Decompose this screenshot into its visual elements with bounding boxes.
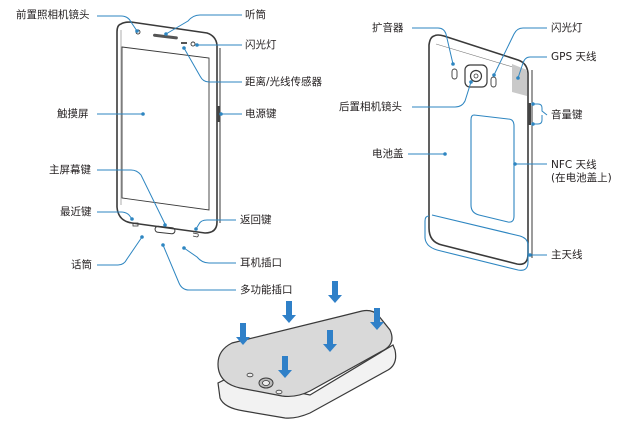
leader-home-key — [97, 169, 166, 225]
cover-flash-hole — [275, 389, 283, 395]
label-earphone-jack: 耳机插口 — [240, 257, 282, 269]
home-key — [154, 225, 176, 235]
rear-camera-lens — [469, 69, 483, 83]
label-front-camera: 前置照相机镜头 — [16, 9, 90, 21]
touchscreen-frame — [121, 46, 210, 211]
label-proximity-light-sensor: 距离/光线传感器 — [245, 76, 323, 88]
label-gps-antenna: GPS 天线 — [551, 51, 597, 63]
label-earpiece: 听筒 — [245, 9, 266, 21]
down-arrow-icon — [278, 356, 292, 378]
leader-gps-antenna — [517, 56, 547, 79]
label-back-key: 返回键 — [240, 214, 272, 226]
recent-key — [132, 222, 139, 227]
back-leader-dots — [443, 62, 535, 257]
down-arrow-icon — [282, 301, 296, 323]
volume-key-bump — [528, 103, 531, 125]
front-leader-dots — [130, 29, 223, 250]
back-key — [192, 232, 199, 238]
cover-camera-lens — [262, 380, 270, 386]
label-rear-camera: 后置相机镜头 — [339, 101, 402, 113]
cover-speaker-hole — [246, 372, 254, 378]
label-home-key: 主屏幕键 — [49, 164, 91, 176]
back-phone-body — [428, 34, 529, 266]
leader-rear-camera — [412, 81, 472, 108]
down-arrow-icon — [236, 323, 250, 345]
back-phone — [428, 34, 533, 266]
nfc-antenna-outline — [470, 114, 515, 223]
down-arrow-icon — [328, 281, 342, 303]
leader-multipurpose-jack — [162, 244, 236, 291]
leader-rear-flash — [493, 27, 547, 76]
rear-camera-center — [473, 73, 479, 79]
cover-install-illustration — [217, 281, 397, 419]
leader-speaker — [412, 27, 454, 65]
label-volume-key: 音量键 — [551, 109, 583, 121]
label-main-antenna: 主天线 — [551, 249, 583, 261]
label-power-key: 电源键 — [245, 108, 277, 120]
label-rear-flash: 闪光灯 — [551, 22, 583, 34]
label-front-flash: 闪光灯 — [245, 39, 277, 51]
leader-earphone-jack — [183, 247, 236, 264]
leader-back-key — [195, 219, 236, 230]
main-antenna-outline — [424, 214, 529, 271]
front-flash-lens — [190, 41, 196, 47]
front-phone-body — [116, 21, 218, 234]
earpiece-grille — [153, 33, 178, 40]
rear-flash-window — [490, 76, 497, 88]
power-key-bump — [217, 106, 220, 122]
label-touchscreen: 触摸屏 — [57, 108, 89, 120]
leader-recent-key — [97, 211, 133, 220]
down-arrow-icon — [323, 330, 337, 352]
label-back-cover: 电池盖 — [372, 148, 404, 160]
sensor-window — [181, 42, 187, 44]
phone-body-under-cover — [217, 344, 397, 419]
down-arrow-icon — [370, 308, 384, 330]
leader-proximity-sensor — [183, 47, 242, 83]
press-arrows — [236, 281, 384, 378]
label-multipurpose-jack: 多功能插口 — [240, 284, 293, 296]
front-leader-lines — [97, 14, 242, 291]
leader-microphone — [97, 236, 143, 266]
leader-earpiece — [165, 14, 242, 35]
leader-volume-key — [533, 103, 548, 125]
rear-camera-housing — [464, 64, 488, 88]
label-nfc-antenna: NFC 天线 (在电池盖上) — [551, 159, 612, 184]
gps-antenna-region — [512, 64, 527, 96]
label-recent-key: 最近键 — [60, 206, 92, 218]
label-microphone: 话筒 — [71, 259, 92, 271]
front-phone — [116, 21, 221, 238]
label-speaker: 扩音器 — [372, 22, 404, 34]
speaker-grille — [451, 68, 458, 80]
back-leader-lines — [408, 27, 548, 271]
leader-front-camera — [97, 15, 138, 32]
